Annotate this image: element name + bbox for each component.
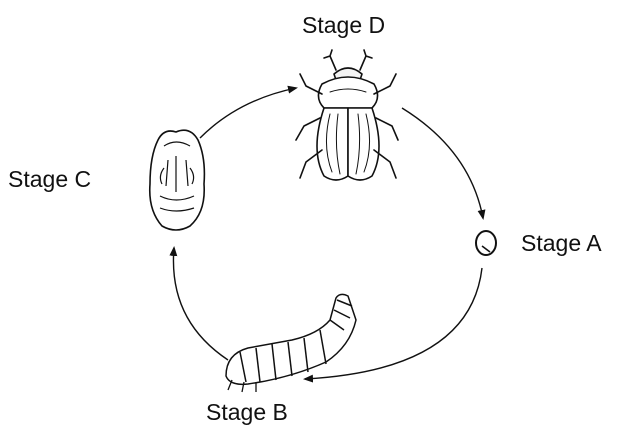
pupa-icon (150, 130, 205, 230)
arrow-b-to-c (173, 248, 228, 360)
arrow-d-to-a (402, 108, 483, 218)
adult-beetle-icon (296, 50, 398, 180)
arrow-c-to-d (200, 88, 296, 138)
larva-icon (226, 294, 356, 392)
egg-icon (476, 231, 496, 255)
